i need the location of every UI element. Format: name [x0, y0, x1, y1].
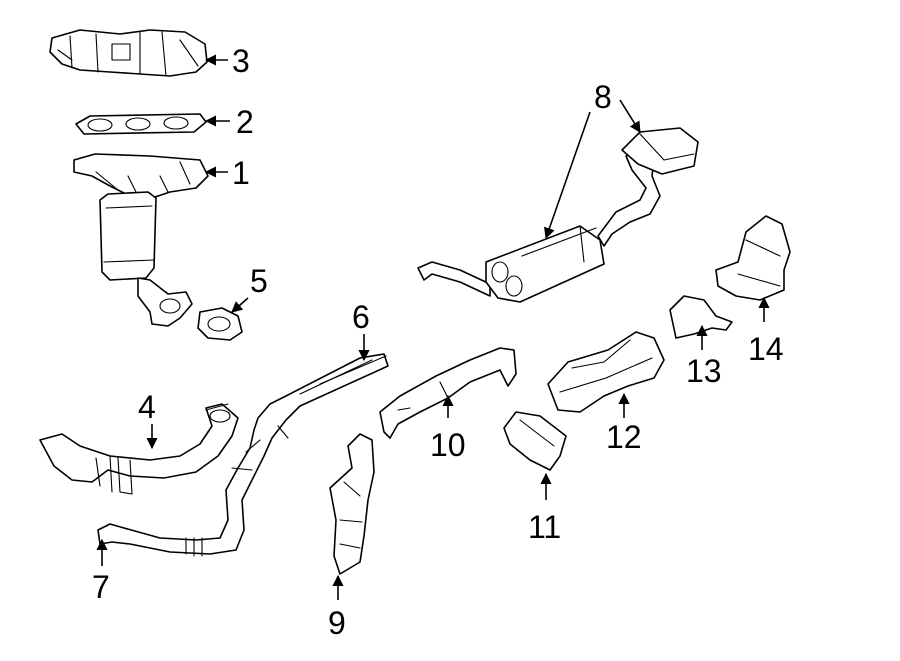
- callout-13: 13: [686, 353, 722, 389]
- part-11-heat-shield-bracket[interactable]: [503, 411, 567, 471]
- callout-labels: 1 2 3 4 5 6 7 8 9 10 11 12 13 14: [92, 43, 784, 641]
- callout-12: 12: [606, 419, 642, 455]
- part-6-pipe-heat-shield[interactable]: [299, 359, 373, 395]
- callout-14: 14: [748, 331, 784, 367]
- callout-3: 3: [232, 43, 250, 79]
- part-2-manifold-gasket[interactable]: [75, 113, 207, 135]
- part-3-upper-heat-shield[interactable]: [49, 29, 208, 77]
- part-5-flange-gasket[interactable]: [197, 307, 243, 341]
- part-10-tunnel-heat-shield[interactable]: [379, 347, 517, 439]
- callout-10: 10: [430, 427, 466, 463]
- part-14-rear-heat-shield[interactable]: [715, 215, 791, 301]
- callout-8: 8: [594, 79, 612, 115]
- part-12-muffler-heat-shield[interactable]: [547, 331, 665, 413]
- callout-2: 2: [236, 104, 254, 140]
- callout-4: 4: [138, 389, 156, 425]
- callout-5: 5: [250, 263, 268, 299]
- leader-lines: [96, 54, 770, 600]
- callout-11: 11: [528, 509, 561, 545]
- part-8-muffler-tailpipe[interactable]: [417, 127, 699, 303]
- part-1-exhaust-manifold-converter[interactable]: [73, 153, 209, 327]
- part-9-floor-heat-shield[interactable]: [329, 433, 375, 575]
- part-7-intermediate-pipe[interactable]: [97, 353, 389, 557]
- part-4-y-pipe[interactable]: [39, 403, 239, 495]
- part-13-rear-bracket[interactable]: [669, 295, 733, 339]
- callout-9: 9: [328, 605, 346, 641]
- callout-7: 7: [92, 569, 110, 605]
- callout-6: 6: [352, 299, 370, 335]
- callout-1: 1: [232, 155, 250, 191]
